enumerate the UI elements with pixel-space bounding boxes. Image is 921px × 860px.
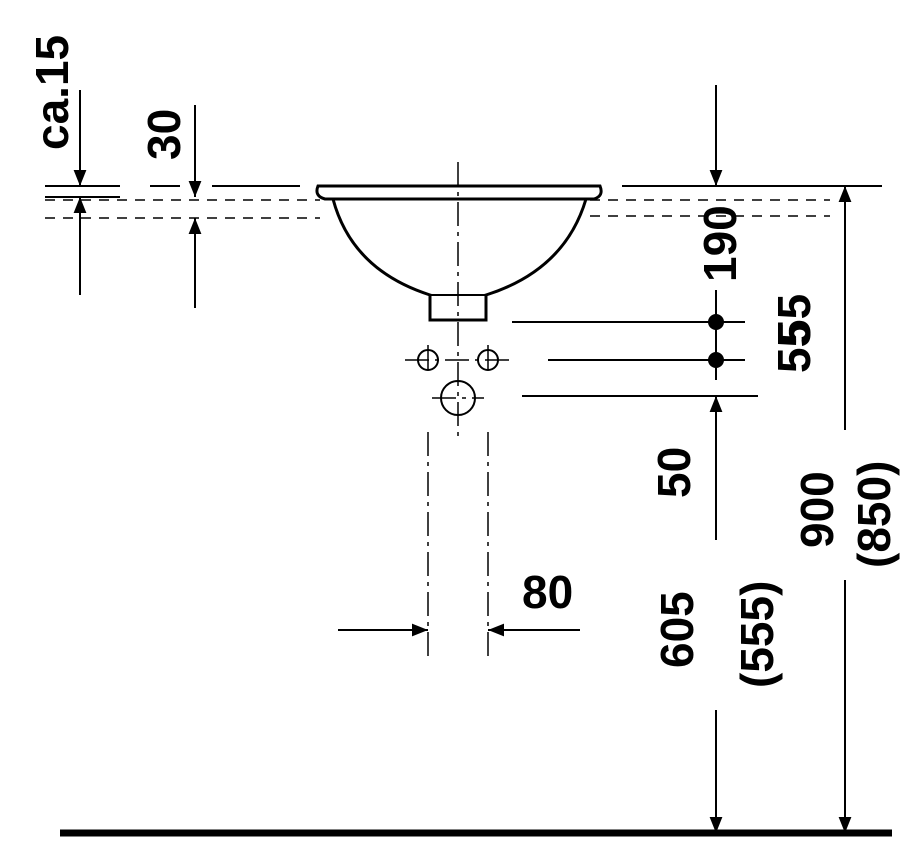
drain-pipe-lines [427,432,489,662]
basin-depth-label: 190 [694,205,746,282]
rim-thickness-label: 30 [138,109,190,160]
drain-spacing-upper-label: 55 [768,294,820,345]
basin-outline [315,184,603,322]
drain-width-label: 80 [522,566,573,618]
drain-spacing-lower-label: 55 [768,322,820,373]
total-height-alt-label: (850) [848,461,900,568]
rim-overhang-label: ca.15 [26,35,78,150]
drain-holes [405,345,510,416]
pipe-level-lines [512,314,758,397]
pipe-height-label: 605 [651,591,703,668]
pipe-spacing-label: 50 [648,447,700,498]
pipe-height-alt-label: (555) [731,581,783,688]
total-height-label: 900 [791,471,843,548]
countertop-lines [45,185,882,219]
